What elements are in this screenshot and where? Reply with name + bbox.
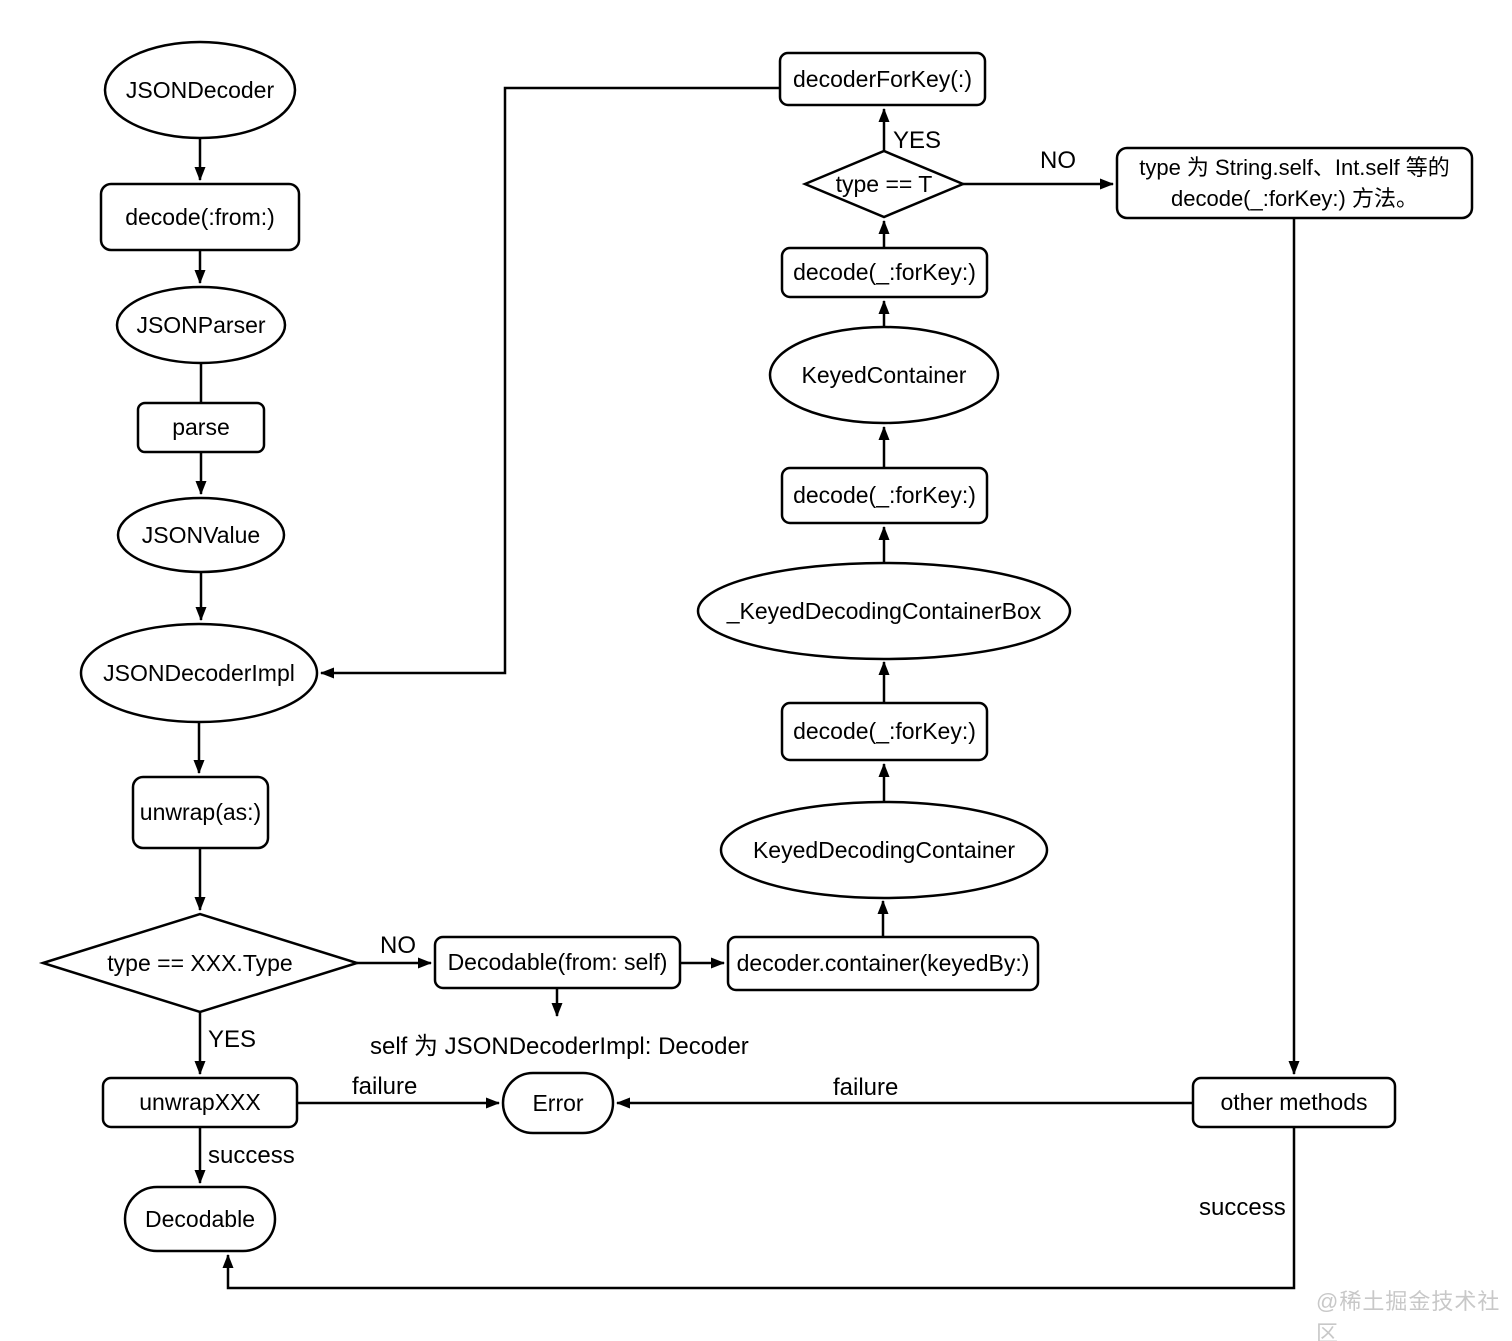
edge-decoder-for-key-to-jsondecoderimpl: [320, 86, 780, 679]
jsondecoderimpl-shape: [79, 622, 319, 724]
unwrap-as-shape: [131, 775, 270, 850]
decode-forkey-lower-shape: [780, 701, 989, 762]
keyed-decoding-container-box-shape: [696, 561, 1072, 661]
type-xxx-diamond-shape: [38, 912, 362, 1014]
error-shape: [501, 1071, 615, 1135]
type-t-diamond-shape: [801, 149, 967, 219]
decode-from-shape: [99, 182, 301, 252]
unwrapxxx-shape: [101, 1076, 299, 1129]
decode-forkey-upper-shape: [780, 246, 989, 299]
decoder-container-shape: [726, 935, 1040, 992]
decodable-from-self-shape: [433, 935, 682, 990]
jsonparser-shape: [115, 285, 287, 365]
decodable-terminal-shape: [123, 1185, 277, 1253]
other-methods-shape: [1191, 1076, 1397, 1129]
parse-shape: [136, 401, 266, 454]
decoder-for-key-shape: [778, 51, 987, 107]
decode-forkey-middle-shape: [780, 466, 989, 525]
jsonvalue-shape: [116, 496, 286, 574]
jsondecoder-shape: [103, 40, 297, 140]
keyed-container-shape: [768, 325, 1000, 425]
edge-other-methods-success-to-decodable: [222, 1127, 1296, 1290]
type-note-shape: [1115, 146, 1474, 220]
keyed-decoding-container-shape: [719, 800, 1049, 900]
